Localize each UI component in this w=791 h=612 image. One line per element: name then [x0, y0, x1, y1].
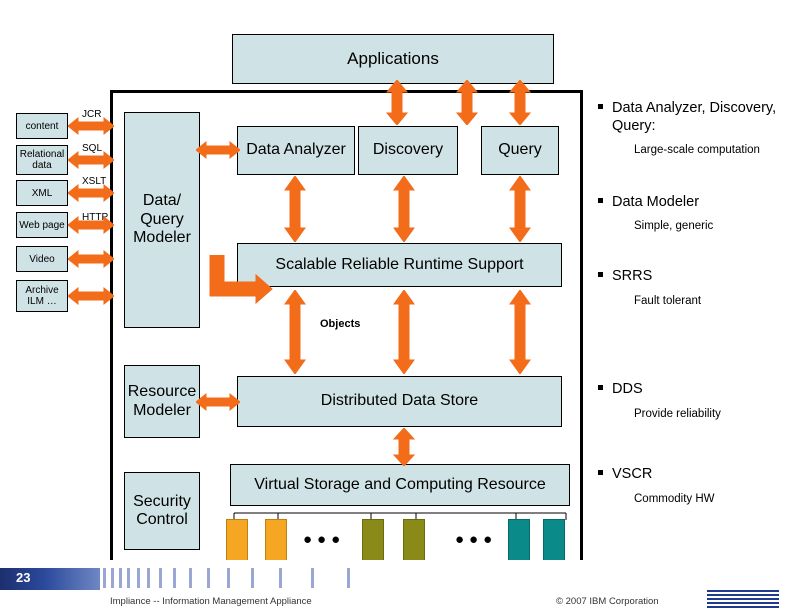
- bullet-square-icon: [598, 271, 603, 277]
- arrow-source-video: [68, 249, 114, 269]
- arrow-resource-dds: [196, 392, 240, 412]
- virtual-storage-box: Virtual Storage and Computing Resource: [230, 464, 570, 506]
- arrow-source-relational: [68, 150, 114, 170]
- discovery-box: Discovery: [358, 126, 458, 175]
- source-box-webpage: Web page: [16, 212, 68, 238]
- source-box-content: content: [16, 113, 68, 139]
- bullet-square-icon: [598, 197, 603, 203]
- footer-page-badge: [0, 568, 100, 590]
- bullet-list: Data Analyzer, Discovery, Query: Large-s…: [596, 100, 786, 508]
- storage-dots-2: ●●●: [455, 531, 498, 548]
- arrow-srrs-dds-left: [283, 290, 307, 374]
- source-label-relational: Relational data: [19, 149, 65, 171]
- bullet-square-icon: [598, 469, 603, 475]
- data-analyzer-label: Data Analyzer: [246, 141, 346, 159]
- applications-label: Applications: [347, 49, 439, 69]
- arrow-source-webpage: [68, 215, 114, 235]
- distributed-data-store-box: Distributed Data Store: [237, 376, 562, 427]
- arrow-query-srrs: [508, 176, 532, 242]
- bullet-square-icon: [598, 384, 603, 390]
- resource-modeler-label: Resource Modeler: [127, 383, 197, 419]
- source-tag-http: HTTP: [82, 212, 109, 223]
- bullet-head-2: Data Modeler: [612, 193, 700, 210]
- bullet-item-1: Data Analyzer, Discovery, Query: Large-s…: [596, 100, 786, 158]
- security-control-label: Security Control: [133, 492, 191, 528]
- arrow-app-left: [385, 80, 409, 125]
- storage-cylinder-1: [226, 519, 248, 561]
- storage-dots-1: ●●●: [303, 531, 346, 548]
- arrow-app-right: [508, 80, 532, 125]
- bullet-sub-2: Simple, generic: [634, 220, 714, 233]
- resource-modeler-box: Resource Modeler: [124, 365, 200, 438]
- storage-cylinder-6: [543, 519, 565, 561]
- bullet-square-icon: [598, 104, 603, 109]
- bullet-item-3: SRRS Fault tolerant: [596, 268, 786, 308]
- data-query-modeler-label: Data/ Query Modeler: [133, 192, 191, 247]
- bullet-item-5: VSCR Commodity HW: [596, 466, 786, 506]
- source-label-video: Video: [29, 253, 55, 265]
- arrow-srrs-dds-mid: [392, 290, 416, 374]
- applications-box: Applications: [232, 34, 554, 84]
- arrow-source-archive: [68, 286, 114, 306]
- bullet-head-3: SRRS: [612, 267, 653, 284]
- source-box-archive: Archive ILM …: [16, 280, 68, 312]
- bullet-head-1: Data Analyzer, Discovery, Query:: [612, 100, 777, 134]
- security-control-box: Security Control: [124, 472, 200, 550]
- source-box-xml: XML: [16, 180, 68, 206]
- arrow-source-content: [68, 116, 114, 136]
- discovery-label: Discovery: [372, 141, 444, 159]
- storage-cylinder-3: [362, 519, 384, 561]
- source-label-webpage: Web page: [19, 219, 65, 231]
- arrow-srrs-dds-right: [508, 290, 532, 374]
- scalable-runtime-label: Scalable Reliable Runtime Support: [275, 255, 524, 273]
- bullet-item-2: Data Modeler Simple, generic: [596, 194, 786, 234]
- source-label-archive: Archive ILM …: [25, 285, 59, 307]
- bullet-sub-3: Fault tolerant: [634, 294, 702, 307]
- arrow-modeler-elbow: [196, 255, 291, 311]
- source-label-content: content: [25, 120, 59, 132]
- footer-page-number: 23: [16, 570, 31, 585]
- scalable-runtime-box: Scalable Reliable Runtime Support: [237, 243, 562, 287]
- footer-copyright: © 2007 IBM Corporation: [556, 596, 659, 607]
- arrow-dds-vscr: [392, 428, 416, 466]
- ibm-logo: [707, 590, 779, 608]
- arrow-analyzer-srrs: [283, 176, 307, 242]
- footer: [0, 560, 791, 612]
- distributed-data-store-label: Distributed Data Store: [320, 392, 479, 410]
- data-analyzer-box: Data Analyzer: [237, 126, 355, 175]
- bullet-item-4: DDS Provide reliability: [596, 381, 786, 421]
- source-box-video: Video: [16, 246, 68, 272]
- data-query-modeler-box: Data/ Query Modeler: [124, 112, 200, 328]
- storage-cylinder-4: [403, 519, 425, 561]
- bullet-sub-4: Provide reliability: [634, 407, 721, 420]
- source-tag-jcr: JCR: [82, 109, 102, 120]
- arrow-app-center: [455, 80, 479, 125]
- storage-cylinder-5: [508, 519, 530, 561]
- storage-cylinder-2: [265, 519, 287, 561]
- bullet-sub-5: Commodity HW: [634, 492, 715, 505]
- objects-label: Objects: [320, 318, 361, 330]
- virtual-storage-label: Virtual Storage and Computing Resource: [254, 475, 546, 493]
- storage-bus: [233, 512, 567, 520]
- source-tag-xslt: XSLT: [82, 176, 107, 187]
- arrow-source-xml: [68, 183, 114, 203]
- query-box: Query: [481, 126, 559, 175]
- footer-left-text: Impliance -- Information Management Appl…: [110, 596, 312, 607]
- bullet-sub-1: Large-scale computation: [634, 144, 760, 157]
- footer-stripes: [103, 568, 353, 588]
- source-tag-sql: SQL: [82, 143, 103, 154]
- source-label-xml: XML: [31, 187, 53, 199]
- bullet-head-4: DDS: [612, 380, 643, 397]
- query-label: Query: [498, 141, 542, 159]
- arrow-modeler-analyzer: [196, 140, 240, 160]
- arrow-discovery-srrs: [392, 176, 416, 242]
- bullet-head-5: VSCR: [612, 465, 653, 482]
- source-box-relational: Relational data: [16, 145, 68, 175]
